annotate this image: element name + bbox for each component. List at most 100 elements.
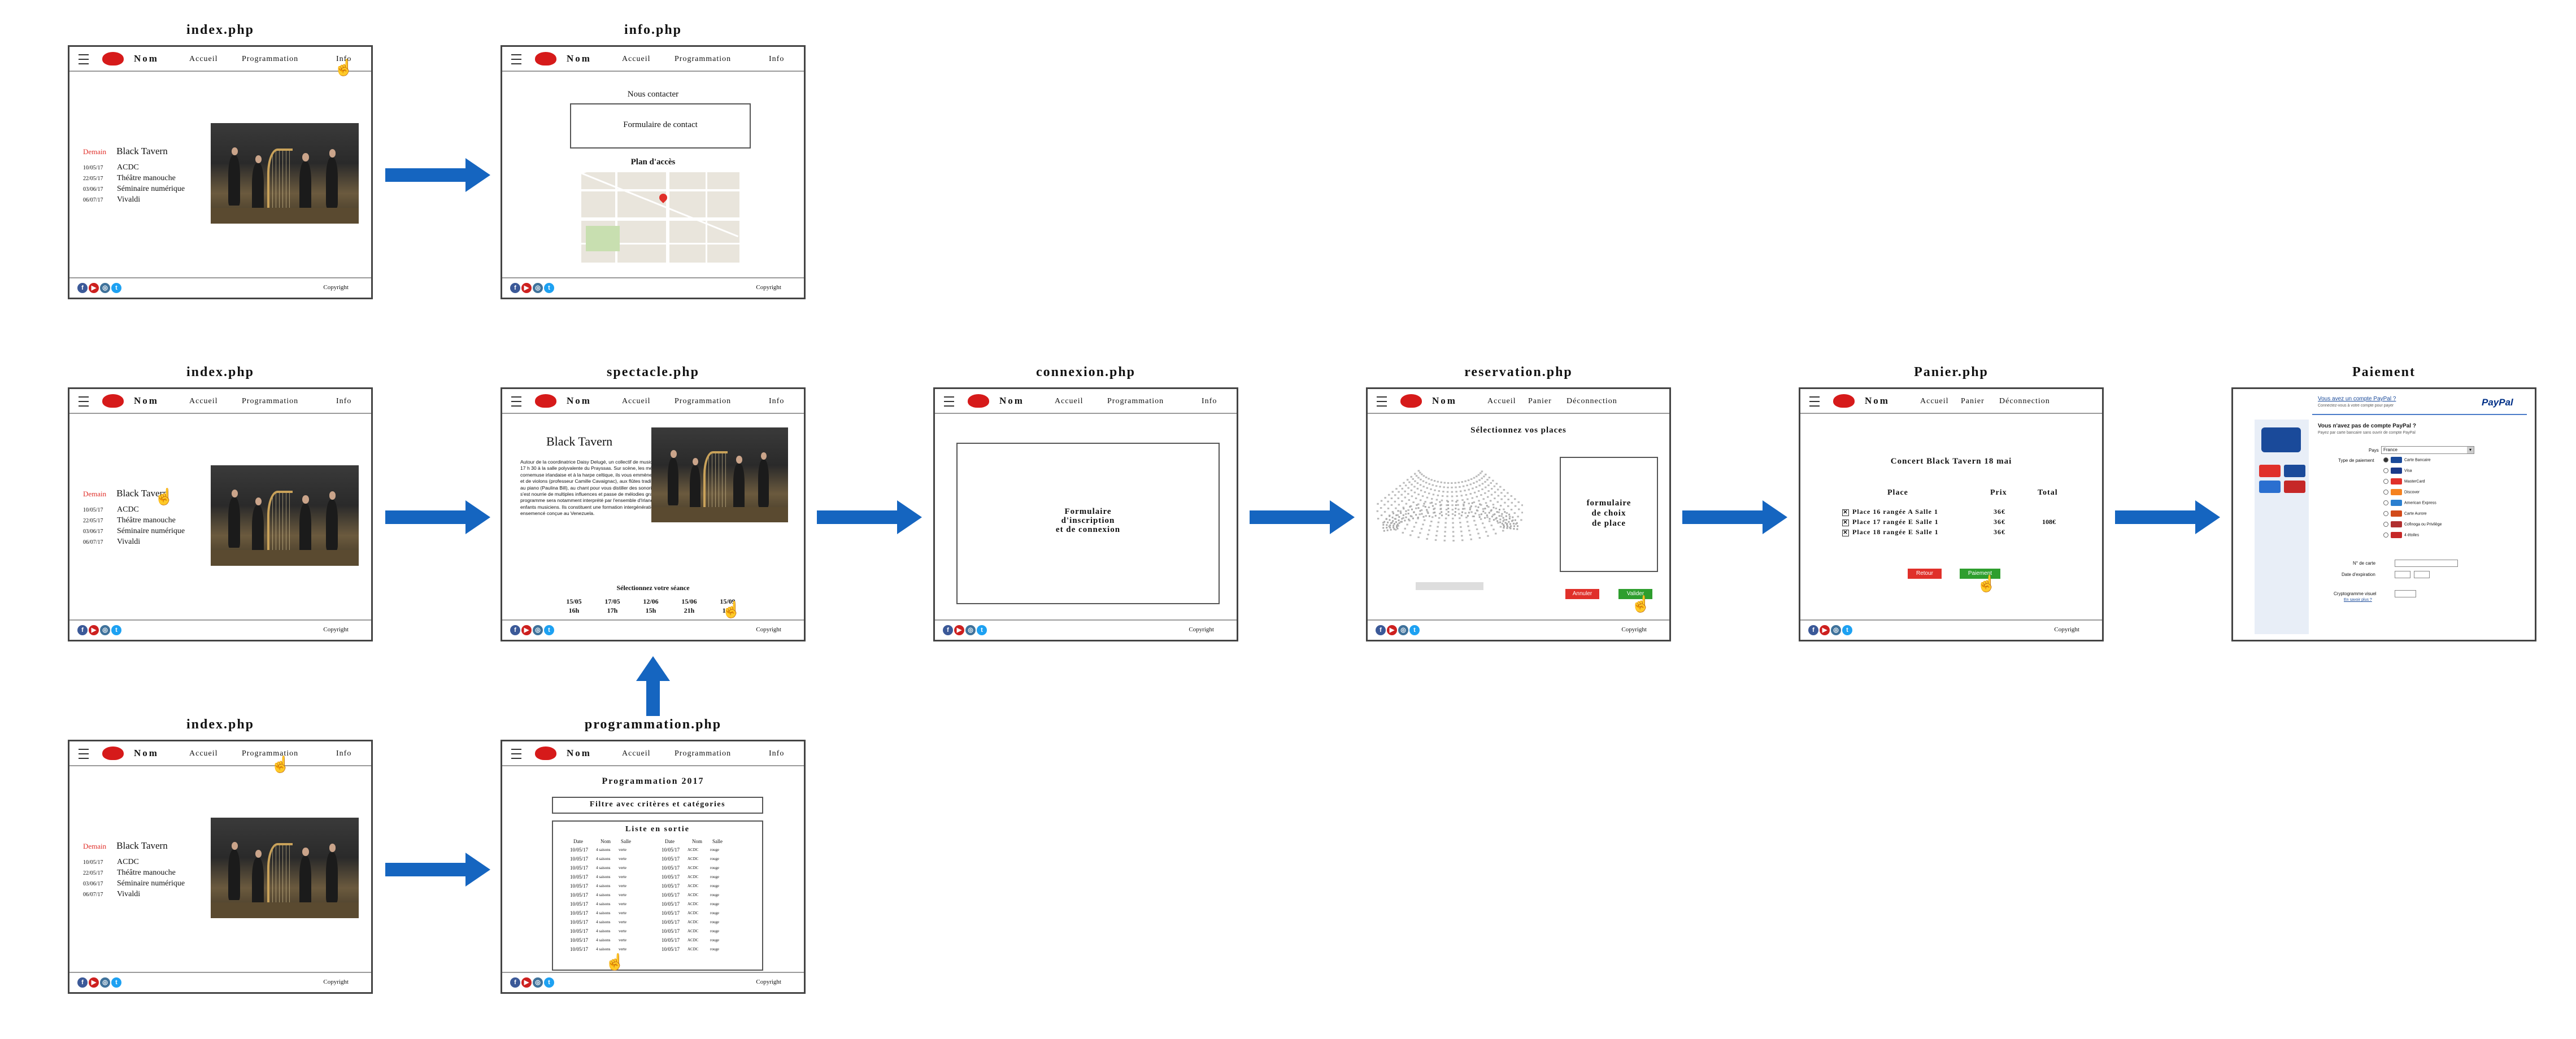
hamburger-menu-icon[interactable] bbox=[511, 396, 521, 407]
nav-accueil[interactable]: Accueil bbox=[189, 55, 218, 63]
payment-type-option[interactable]: Discover bbox=[2383, 489, 2420, 496]
nav-programmation[interactable]: Programmation bbox=[675, 55, 732, 63]
twitter-icon[interactable]: t bbox=[111, 977, 121, 988]
nav-info[interactable]: Info bbox=[769, 55, 785, 63]
radio-button[interactable] bbox=[2383, 522, 2388, 527]
expiry-year-select[interactable] bbox=[2414, 571, 2430, 578]
facebook-icon[interactable]: f bbox=[510, 977, 520, 988]
payment-type-option[interactable]: Cofinoga ou Privilège bbox=[2383, 521, 2442, 528]
remove-checkbox[interactable]: ✕ bbox=[1842, 509, 1849, 516]
hamburger-menu-icon[interactable] bbox=[79, 54, 89, 64]
instagram-icon[interactable]: ◎ bbox=[100, 283, 110, 293]
brand-name[interactable]: Nom bbox=[567, 53, 591, 64]
twitter-icon[interactable]: t bbox=[111, 283, 121, 293]
card-number-input[interactable] bbox=[2395, 560, 2458, 567]
hamburger-menu-icon[interactable] bbox=[1377, 396, 1387, 407]
hamburger-menu-icon[interactable] bbox=[1809, 396, 1820, 407]
nav-deconnexion[interactable]: Déconnection bbox=[1999, 397, 2050, 405]
back-button[interactable]: Retour bbox=[1908, 569, 1942, 579]
nav-programmation[interactable]: Programmation bbox=[242, 397, 299, 405]
radio-button[interactable] bbox=[2383, 511, 2388, 516]
pay-button[interactable]: Paiement bbox=[1960, 569, 2000, 579]
facebook-icon[interactable]: f bbox=[77, 625, 88, 635]
nav-accueil[interactable]: Accueil bbox=[622, 55, 651, 63]
twitter-icon[interactable]: t bbox=[111, 625, 121, 635]
instagram-icon[interactable]: ◎ bbox=[100, 625, 110, 635]
hamburger-menu-icon[interactable] bbox=[79, 396, 89, 407]
youtube-icon[interactable]: ▶ bbox=[954, 625, 964, 635]
nav-accueil[interactable]: Accueil bbox=[1920, 397, 1949, 405]
brand-name[interactable]: Nom bbox=[567, 748, 591, 758]
nav-info[interactable]: Info bbox=[336, 397, 352, 405]
twitter-icon[interactable]: t bbox=[544, 283, 554, 293]
logo-icon[interactable] bbox=[1400, 394, 1422, 408]
logo-icon[interactable] bbox=[535, 52, 556, 66]
featured-event[interactable]: Black Tavern bbox=[116, 840, 168, 851]
youtube-icon[interactable]: ▶ bbox=[89, 977, 99, 988]
radio-button[interactable] bbox=[2383, 468, 2388, 473]
instagram-icon[interactable]: ◎ bbox=[533, 977, 543, 988]
facebook-icon[interactable]: f bbox=[510, 625, 520, 635]
facebook-icon[interactable]: f bbox=[943, 625, 953, 635]
nav-info[interactable]: Info bbox=[336, 749, 352, 758]
nav-programmation[interactable]: Programmation bbox=[1107, 397, 1164, 405]
logo-icon[interactable] bbox=[102, 394, 124, 408]
hamburger-menu-icon[interactable] bbox=[511, 54, 521, 64]
nav-info[interactable]: Info bbox=[769, 397, 785, 405]
validate-button[interactable]: Valider bbox=[1618, 589, 1652, 599]
radio-button[interactable] bbox=[2383, 479, 2388, 484]
nav-panier[interactable]: Panier bbox=[1961, 397, 1985, 405]
nav-accueil[interactable]: Accueil bbox=[189, 397, 218, 405]
contact-form[interactable]: Formulaire de contact bbox=[570, 103, 751, 149]
youtube-icon[interactable]: ▶ bbox=[521, 625, 532, 635]
nav-info[interactable]: Info bbox=[336, 55, 352, 63]
payment-type-option[interactable]: Carte Aurore bbox=[2383, 510, 2427, 517]
payment-type-option[interactable]: American Express bbox=[2383, 500, 2436, 507]
access-map[interactable] bbox=[581, 172, 739, 263]
instagram-icon[interactable]: ◎ bbox=[965, 625, 976, 635]
instagram-icon[interactable]: ◎ bbox=[533, 625, 543, 635]
nav-accueil[interactable]: Accueil bbox=[1055, 397, 1084, 405]
payment-type-option[interactable]: MasterCard bbox=[2383, 478, 2425, 485]
brand-name[interactable]: Nom bbox=[999, 395, 1024, 406]
paypal-login-link[interactable]: Vous avez un compte PayPal ? bbox=[2318, 396, 2396, 402]
nav-programmation[interactable]: Programmation bbox=[242, 749, 299, 758]
logo-icon[interactable] bbox=[968, 394, 989, 408]
youtube-icon[interactable]: ▶ bbox=[89, 283, 99, 293]
facebook-icon[interactable]: f bbox=[510, 283, 520, 293]
instagram-icon[interactable]: ◎ bbox=[1398, 625, 1408, 635]
twitter-icon[interactable]: t bbox=[1842, 625, 1852, 635]
youtube-icon[interactable]: ▶ bbox=[521, 977, 532, 988]
logo-icon[interactable] bbox=[102, 52, 124, 66]
nav-programmation[interactable]: Programmation bbox=[675, 397, 732, 405]
youtube-icon[interactable]: ▶ bbox=[1820, 625, 1830, 635]
youtube-icon[interactable]: ▶ bbox=[521, 283, 532, 293]
twitter-icon[interactable]: t bbox=[1409, 625, 1420, 635]
payment-type-option[interactable]: 4 étoiles bbox=[2383, 532, 2419, 539]
youtube-icon[interactable]: ▶ bbox=[1387, 625, 1397, 635]
expiry-month-select[interactable] bbox=[2395, 571, 2410, 578]
nav-info[interactable]: Info bbox=[1202, 397, 1217, 405]
logo-icon[interactable] bbox=[1833, 394, 1855, 408]
featured-event[interactable]: Black Tavern bbox=[116, 146, 168, 156]
country-select[interactable]: France▾ bbox=[2381, 446, 2474, 454]
cancel-button[interactable]: Annuler bbox=[1565, 589, 1599, 599]
cvv-input[interactable] bbox=[2395, 590, 2416, 597]
nav-accueil[interactable]: Accueil bbox=[189, 749, 218, 758]
brand-name[interactable]: Nom bbox=[134, 748, 159, 758]
nav-accueil[interactable]: Accueil bbox=[1487, 397, 1516, 405]
